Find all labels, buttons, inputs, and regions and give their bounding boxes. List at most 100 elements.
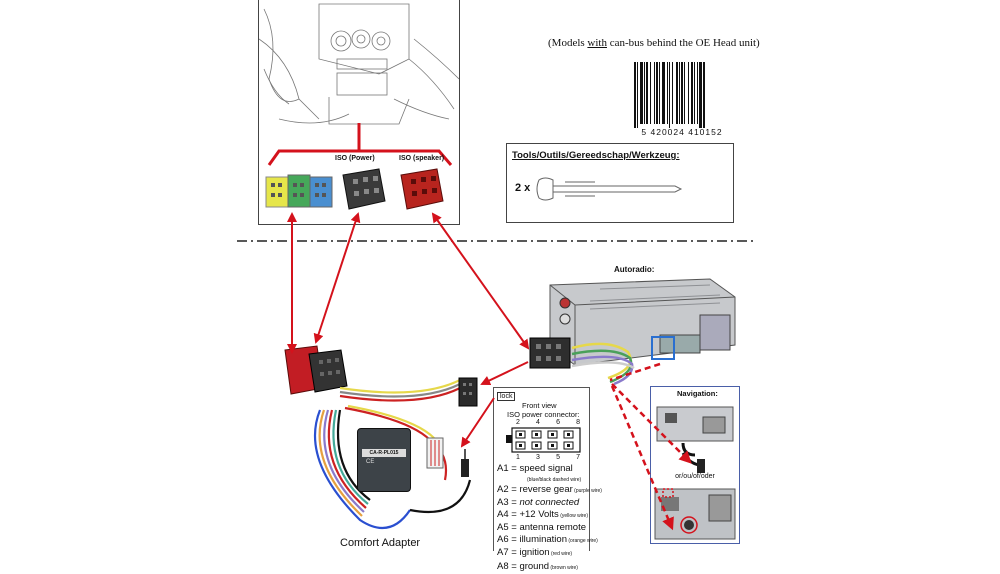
pin-number: 8 [576, 419, 580, 426]
barcode-bar [646, 62, 648, 124]
pin-legend-item: A4 = +12 Volts (yellow wire) [497, 509, 602, 523]
navigation-title: Navigation: [677, 389, 718, 398]
pin-number: 2 [516, 419, 520, 426]
pin-id: A8 = [497, 561, 519, 572]
pin-function: illumination [519, 534, 567, 545]
barcode-bar [656, 62, 658, 124]
barcode-bar [691, 62, 693, 124]
barcode-bar [688, 62, 689, 124]
adapter-white-plug [425, 436, 445, 470]
barcode-bar [644, 62, 645, 124]
pin-number: 5 [556, 454, 560, 461]
barcode-bar [703, 62, 705, 128]
pin-wire-note: (brown wire) [549, 565, 578, 571]
iso-connector-title: ISO power connector: [507, 410, 580, 419]
navigation-or-text: or/ou/of/oder [651, 473, 739, 480]
barcode-bar [667, 62, 668, 124]
bottom-pin-numbers: 1 3 5 7 [516, 454, 580, 461]
pin-legend-item: A1 = speed signal [497, 463, 602, 475]
pin-wire-note: (blue/black dashed wire) [527, 477, 581, 483]
barcode-bar [654, 62, 655, 124]
pin-number: 4 [536, 419, 540, 426]
harness-small-connector [457, 376, 481, 410]
barcode-bar [669, 62, 670, 128]
barcode-bar [679, 62, 680, 124]
pin-number: 3 [536, 454, 540, 461]
navigation-panel: Navigation: or/ou/of/oder [650, 386, 740, 544]
barcode-digits: 5 420024 410152 [632, 127, 732, 137]
navigation-unit-bottom [653, 487, 737, 541]
pin-legend-item: A7 = ignition (red wire) [497, 547, 602, 561]
tools-panel: Tools/Outils/Gereedschap/Werkzeug: 2 x [506, 143, 734, 223]
tools-quantity: 2 x [515, 182, 530, 194]
pin-legend-list: A1 = speed signal (blue/black dashed wire… [497, 463, 602, 574]
front-view-label: Front view [522, 401, 557, 410]
pin-function: ground [519, 561, 549, 572]
barcode-bar [676, 62, 678, 124]
barcode-bar [697, 62, 698, 124]
pin-id: A6 = [497, 534, 519, 545]
pin-id: A3 = [497, 497, 519, 508]
barcode [632, 62, 732, 130]
iso-pinout-panel: lock Front view ISO power connector: 2 4… [493, 387, 590, 551]
iso-power-connector [339, 165, 389, 215]
comfort-adapter-label: Comfort Adapter [340, 537, 420, 549]
pin-id: A1 = [497, 463, 519, 474]
barcode-bar [659, 62, 660, 124]
iso-connector-pinout-drawing [504, 427, 584, 453]
pin-number: 7 [576, 454, 580, 461]
adapter-model-label: CA-R-PL015 [362, 449, 406, 457]
barcode-bar [681, 62, 683, 124]
pin-wire-note: (yellow wire) [559, 513, 588, 519]
pin-wire-note: (red wire) [550, 551, 573, 557]
barcode-bar [694, 62, 695, 124]
barcode-bar [650, 62, 651, 124]
section-separator [237, 238, 757, 244]
pin-function: speed signal [519, 463, 572, 474]
iso-power-label: ISO (Power) [335, 155, 375, 162]
pin-function: ignition [519, 547, 549, 558]
pin-id: A7 = [497, 547, 519, 558]
pin-id: A2 = [497, 484, 519, 495]
barcode-bar [672, 62, 673, 124]
lock-label: lock [497, 392, 515, 401]
comfort-adapter-module: CA-R-PL015 CE [357, 428, 411, 492]
barcode-bar [684, 62, 685, 124]
pin-id: A5 = [497, 522, 519, 533]
pin-function: not connected [519, 497, 579, 508]
audio-jack-plug [455, 445, 475, 485]
pin-function: antenna remote [519, 522, 586, 533]
ce-mark-icon: CE [366, 459, 374, 465]
barcode-bar [699, 62, 702, 128]
barcode-bar [640, 62, 643, 124]
pin-wire-note: (orange wire) [567, 538, 598, 544]
arrow-iso-power-to-harness [316, 214, 358, 342]
top-pin-numbers: 2 4 6 8 [516, 419, 580, 426]
barcode-bar [637, 62, 638, 128]
pin-number: 6 [556, 419, 560, 426]
pin-legend-item: A6 = illumination (orange wire) [497, 534, 602, 548]
autoradio-label: Autoradio: [614, 265, 654, 274]
dashboard-illustration-panel: ISO (Power) ISO (speaker) [258, 0, 460, 225]
pin-legend-item: (blue/black dashed wire) [497, 475, 602, 484]
pin-number: 1 [516, 454, 520, 461]
pin-legend-item: A5 = antenna remote [497, 522, 602, 534]
removal-key-tool-icon [535, 174, 685, 204]
pin-legend-item: A8 = ground (brown wire) [497, 561, 602, 574]
arrow-iso-speaker-to-radio [433, 214, 528, 348]
pin-function: reverse gear [519, 484, 572, 495]
barcode-bar [662, 62, 665, 124]
iso-speaker-label: ISO (speaker) [399, 155, 444, 162]
pin-legend-item: A2 = reverse gear (purple wire) [497, 484, 602, 498]
pin-id: A4 = [497, 509, 519, 520]
pin-wire-note: (purple wire) [573, 488, 602, 494]
iso-speaker-connector [397, 165, 447, 215]
head-unit-wires [568, 338, 658, 388]
pin-function: +12 Volts [519, 509, 558, 520]
models-note: (Models with can-bus behind the OE Head … [548, 37, 760, 49]
barcode-bar [634, 62, 636, 128]
models-note-emphasis: with [587, 37, 607, 49]
iso-connector-colored [264, 169, 334, 213]
pin-legend-item: A3 = not connected [497, 497, 602, 509]
tools-title: Tools/Outils/Gereedschap/Werkzeug: [512, 150, 680, 161]
